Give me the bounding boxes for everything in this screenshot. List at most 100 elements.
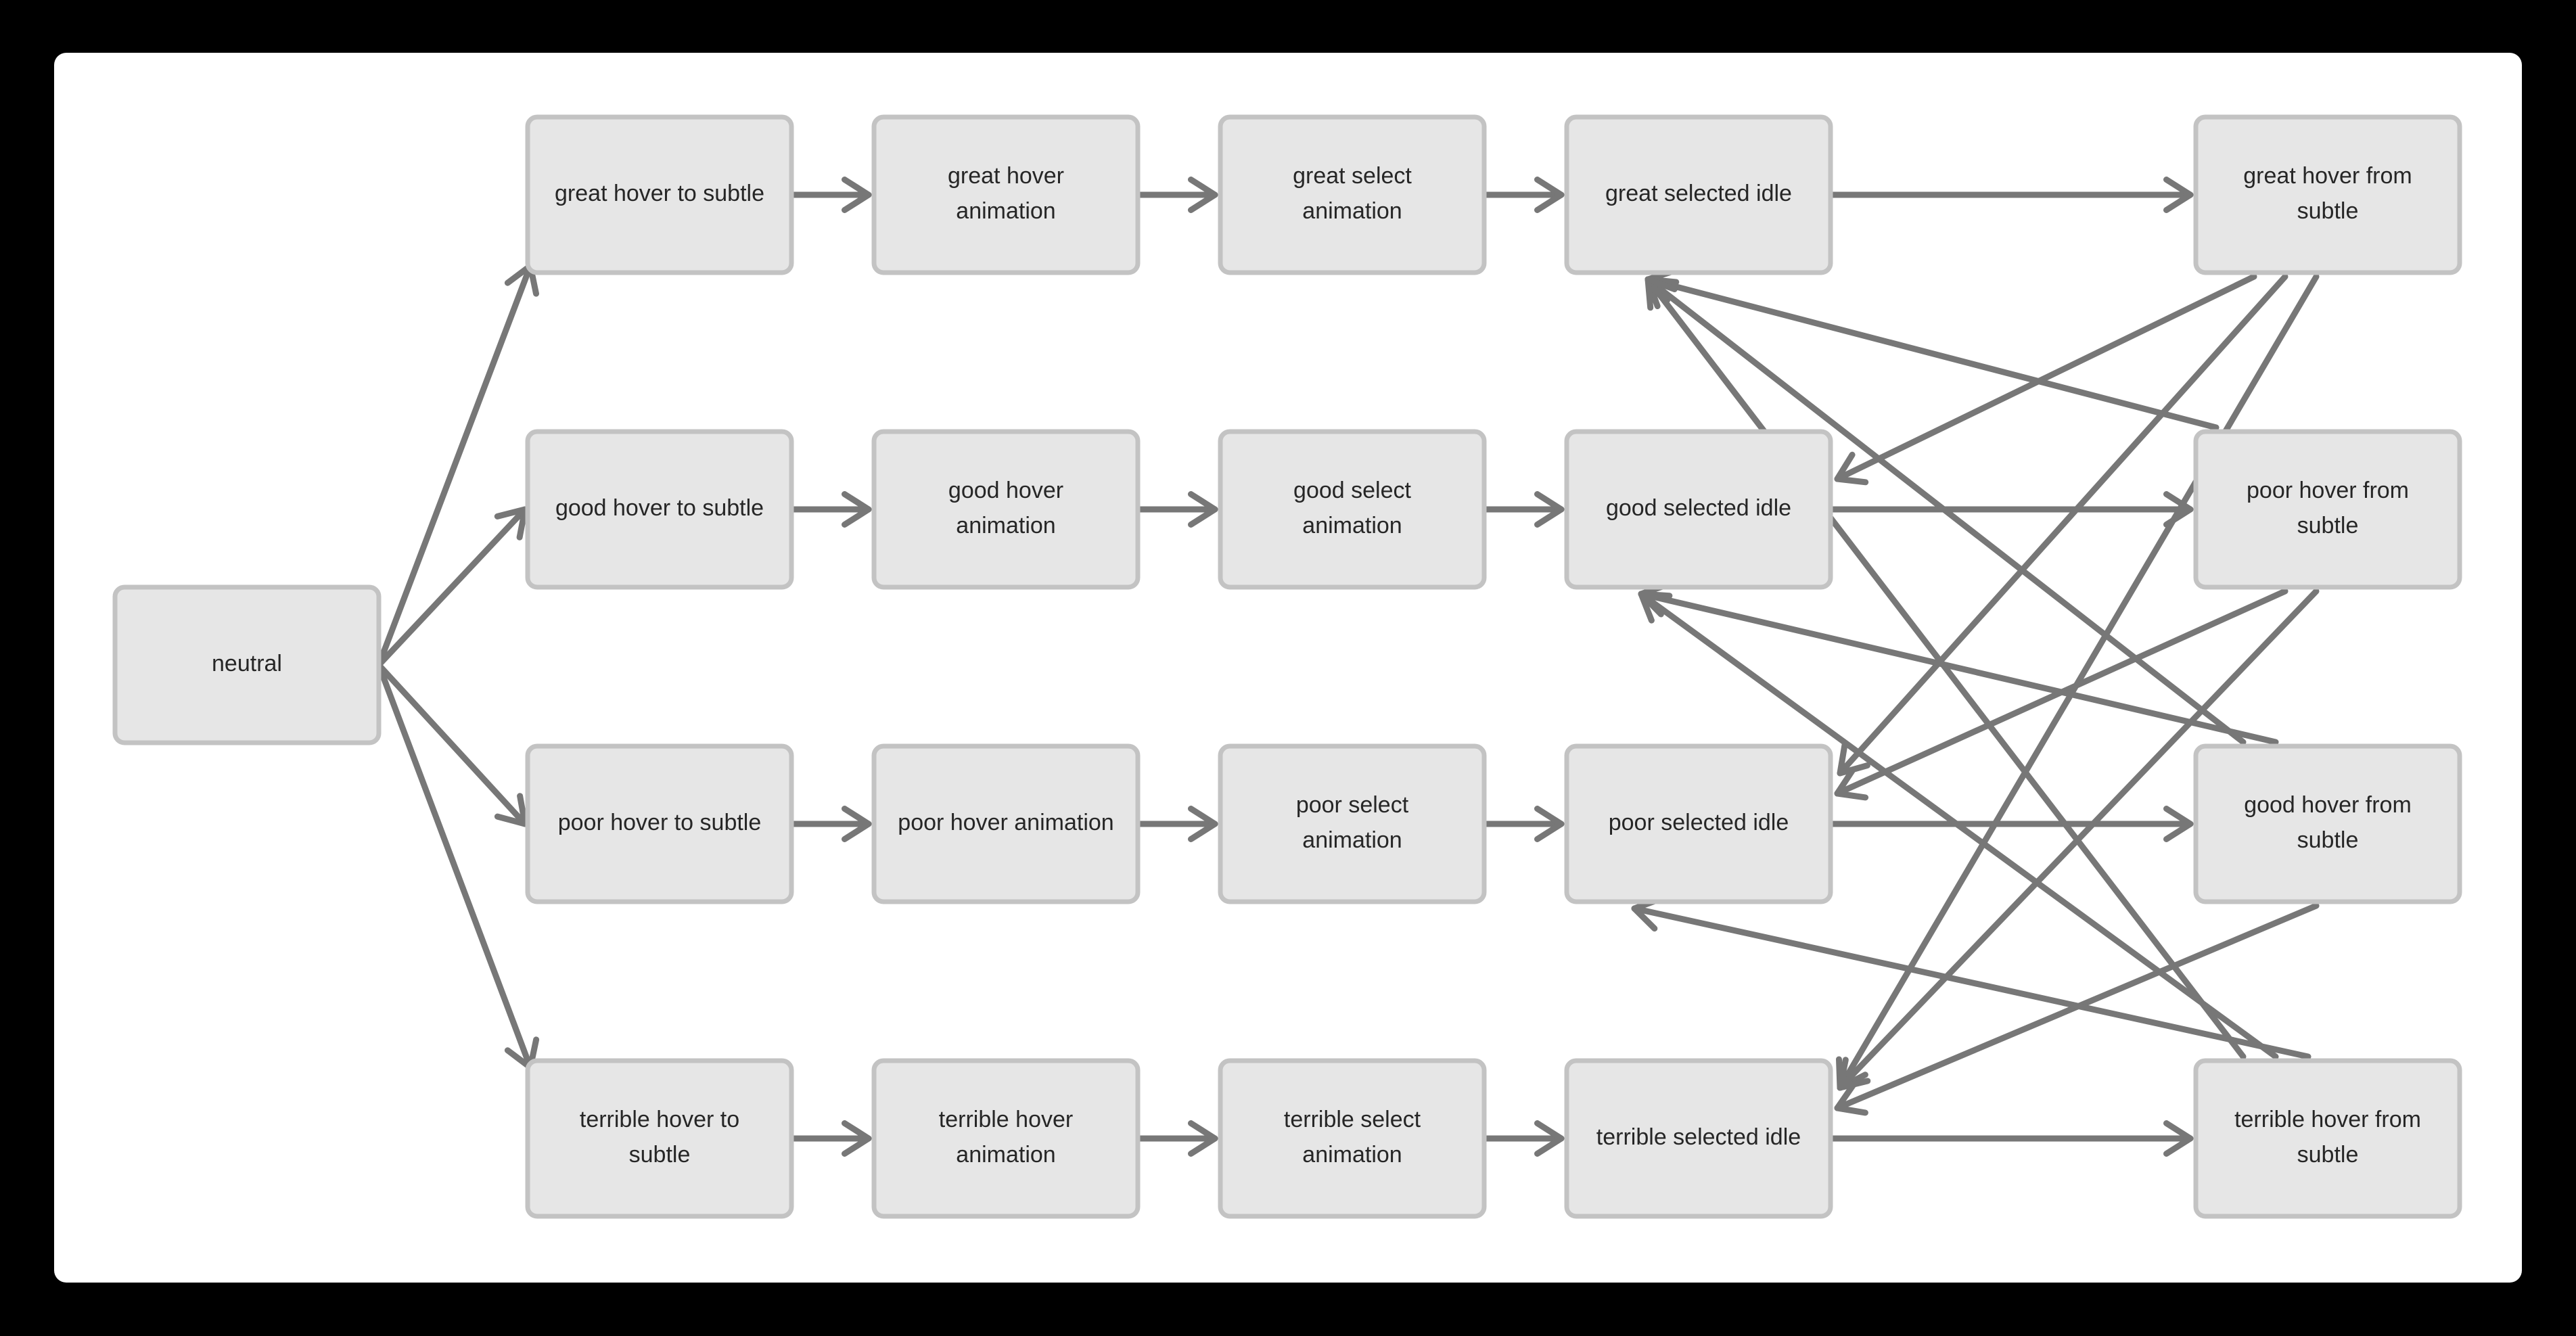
arrow-line (375, 262, 534, 668)
node-label: good selected idle (1606, 495, 1791, 521)
arrow-line (1644, 276, 2220, 431)
node-label: animation (956, 198, 1055, 224)
node-label: great hover from (2243, 163, 2412, 189)
node-box (871, 1058, 1141, 1219)
node-label: terrible hover from (2234, 1107, 2421, 1132)
node-label: neutral (212, 651, 282, 676)
arrow-line (375, 662, 528, 827)
node-box (1218, 429, 1487, 590)
arrow-head (1534, 1120, 1565, 1157)
edge-great_select_animation-to-great_selected_idle (1481, 177, 1565, 213)
arrow-head (842, 806, 872, 842)
node-label: poor selected idle (1609, 810, 1789, 835)
edge-neutral-to-terrible_hover_to_subtle (375, 662, 540, 1071)
node-label: great selected idle (1605, 181, 1792, 206)
node-box (1218, 114, 1487, 275)
arrow-head (1834, 766, 1869, 801)
arrow-head (842, 491, 872, 528)
node-box (1218, 1058, 1487, 1219)
edge-neutral-to-good_hover_to_subtle (375, 506, 528, 668)
node-good_hover_from_subtle[interactable]: good hover from subtle (2193, 743, 2462, 904)
edge-poor_selected_idle-to-good_hover_from_subtle (1827, 806, 2194, 842)
arrow-head (1837, 742, 1870, 777)
node-box (1218, 743, 1487, 904)
arrow-line (375, 662, 534, 1071)
arrow-head (1834, 1082, 1868, 1116)
node-great_selected_idle[interactable]: great selected idle (1564, 114, 1833, 275)
node-box (2193, 114, 2462, 275)
node-label: great select (1293, 163, 1412, 189)
edge-terrible_hover_from_subtle-to-poor_selected_idle (1631, 896, 2312, 1060)
arrow-head (494, 793, 528, 827)
node-box (525, 114, 794, 275)
node-neutral[interactable]: neutral (112, 584, 382, 745)
node-box (871, 429, 1141, 590)
arrow-head (1837, 1057, 1871, 1091)
node-box (2193, 1058, 2462, 1219)
node-great_hover_to_subtle[interactable]: great hover to subtle (525, 114, 794, 275)
node-terrible_selected_idle[interactable]: terrible selected idle (1564, 1058, 1833, 1219)
node-poor_hover_to_subtle[interactable]: poor hover to subtle (525, 743, 794, 904)
node-label: great hover (948, 163, 1064, 189)
node-label: terrible select (1284, 1107, 1421, 1132)
arrow-head (1534, 177, 1565, 213)
node-good_selected_idle[interactable]: good selected idle (1564, 429, 1833, 590)
edge-neutral-to-great_hover_to_subtle (375, 262, 539, 668)
edge-terrible_hover_to_subtle-to-terrible_hover_animation (788, 1120, 872, 1157)
node-label: good hover to subtle (555, 495, 764, 521)
arrow-head (1834, 451, 1869, 486)
arrow-head (1188, 177, 1218, 213)
edge-good_hover_animation-to-good_select_animation (1134, 491, 1218, 528)
arrow-line (1638, 591, 2279, 1060)
edge-terrible_hover_animation-to-terrible_select_animation (1134, 1120, 1218, 1157)
edge-terrible_hover_from_subtle-to-great_selected_idle (1644, 276, 2247, 1060)
arrow-head (1644, 276, 1678, 311)
edge-terrible_select_animation-to-terrible_selected_idle (1481, 1120, 1565, 1157)
node-label: animation (1302, 1142, 1402, 1168)
arrow-line (1837, 273, 2288, 777)
node-great_hover_animation[interactable]: great hover animation (871, 114, 1141, 275)
arrow-head (1188, 1120, 1218, 1157)
edge-good_hover_to_subtle-to-good_hover_animation (788, 491, 872, 528)
node-box (2193, 743, 2462, 904)
arrow-head (1638, 591, 1673, 624)
node-label: good hover from (2244, 792, 2412, 818)
node-label: subtle (2297, 1142, 2359, 1168)
edge-good_selected_idle-to-poor_hover_from_subtle (1827, 491, 2194, 528)
node-label: subtle (2297, 513, 2359, 538)
node-box (525, 1058, 794, 1219)
state-machine-diagram: neutral great hover to subtle great hover a… (112, 114, 2462, 1219)
edge-layer (375, 177, 2320, 1157)
node-label: subtle (2297, 827, 2359, 853)
edge-great_selected_idle-to-great_hover_from_subtle (1827, 177, 2194, 213)
node-poor_selected_idle[interactable]: poor selected idle (1564, 743, 1833, 904)
edge-good_select_animation-to-good_selected_idle (1481, 491, 1565, 528)
edge-terrible_hover_from_subtle-to-good_selected_idle (1638, 591, 2279, 1060)
node-good_hover_to_subtle[interactable]: good hover to subtle (525, 429, 794, 590)
node-box (1564, 114, 1833, 275)
node-poor_hover_animation[interactable]: poor hover animation (871, 743, 1141, 904)
edge-poor_hover_animation-to-poor_select_animation (1134, 806, 1218, 842)
arrow-head (1534, 806, 1565, 842)
arrow-head (1188, 491, 1218, 528)
node-label: terrible hover to (580, 1107, 739, 1132)
node-label: good select (1293, 478, 1411, 503)
arrow-head (494, 506, 528, 540)
node-terrible_select_animation[interactable]: terrible select animation (1218, 1058, 1487, 1219)
node-label: terrible selected idle (1596, 1124, 1801, 1150)
arrow-head (2163, 1120, 2194, 1157)
node-label: animation (956, 513, 1055, 538)
node-terrible_hover_from_subtle[interactable]: terrible hover from subtle (2193, 1058, 2462, 1219)
edge-great_hover_to_subtle-to-great_hover_animation (788, 177, 872, 213)
diagram-canvas: neutral great hover to subtle great hover a… (54, 53, 2522, 1283)
node-box (1564, 1058, 1833, 1219)
node-label: poor select (1296, 792, 1409, 818)
